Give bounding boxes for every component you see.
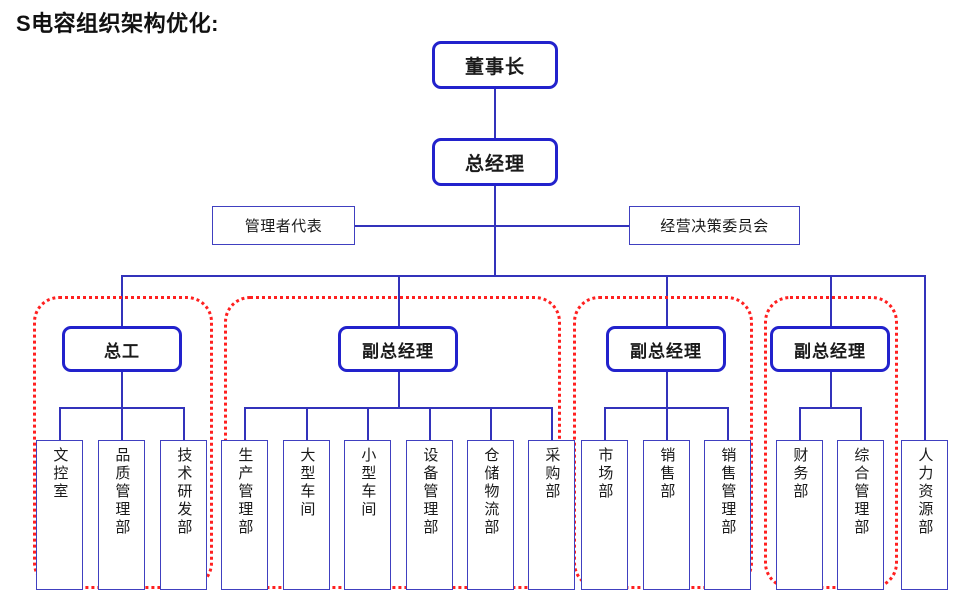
- edge-to-rnd: [183, 407, 185, 441]
- edge-deputy-gm-1-stem: [398, 372, 400, 408]
- node-chairman[interactable]: 董事长: [432, 41, 558, 89]
- node-warehouse-logistics[interactable]: 仓储物流部: [467, 440, 514, 590]
- node-purchasing-label: 采购部: [543, 447, 561, 501]
- node-rnd-label: 技术研发部: [175, 447, 193, 537]
- node-quality-mgmt-label: 品质管理部: [113, 447, 131, 537]
- node-human-resources-label: 人力资源部: [916, 447, 934, 537]
- distribution-bar-deputy-gm-3: [799, 407, 862, 409]
- edge-to-sales-mgmt: [727, 407, 729, 441]
- node-general-manager-label: 总经理: [464, 153, 525, 175]
- edge-to-doc-control: [59, 407, 61, 441]
- node-management-rep-label: 管理者代表: [244, 218, 323, 235]
- edge-to-production-mgmt: [244, 407, 246, 441]
- node-small-workshop[interactable]: 小型车间: [344, 440, 391, 590]
- edge-gm-trunk: [494, 186, 496, 277]
- node-deputy-gm-1[interactable]: 副总经理: [338, 326, 458, 372]
- edge-to-equipment-mgmt: [429, 407, 431, 441]
- edge-bar-to-deputy-gm-1: [398, 275, 400, 326]
- edge-deputy-gm-2-stem: [666, 372, 668, 408]
- node-sales-label: 销售部: [658, 447, 676, 501]
- node-purchasing[interactable]: 采购部: [528, 440, 575, 590]
- node-chief-engineer[interactable]: 总工: [62, 326, 182, 372]
- distribution-bar-level4: [121, 275, 926, 277]
- node-sales-mgmt[interactable]: 销售管理部: [704, 440, 751, 590]
- edge-to-finance: [799, 407, 801, 441]
- node-decision-committee-label: 经营决策委员会: [660, 218, 769, 235]
- node-production-mgmt[interactable]: 生产管理部: [221, 440, 268, 590]
- edge-to-marketing: [604, 407, 606, 441]
- node-equipment-mgmt-label: 设备管理部: [421, 447, 439, 537]
- edge-to-large-workshop: [306, 407, 308, 441]
- edge-to-general-admin: [860, 407, 862, 441]
- node-deputy-gm-2[interactable]: 副总经理: [606, 326, 726, 372]
- edge-bar-to-human-resources: [924, 275, 926, 441]
- node-production-mgmt-label: 生产管理部: [236, 447, 254, 537]
- edge-to-quality-mgmt: [121, 407, 123, 441]
- node-deputy-gm-3-label: 副总经理: [794, 341, 866, 361]
- node-decision-committee[interactable]: 经营决策委员会: [629, 206, 800, 245]
- edge-bar-to-deputy-gm-2: [666, 275, 668, 326]
- node-deputy-gm-1-label: 副总经理: [362, 341, 434, 361]
- node-equipment-mgmt[interactable]: 设备管理部: [406, 440, 453, 590]
- node-finance[interactable]: 财务部: [776, 440, 823, 590]
- node-finance-label: 财务部: [791, 447, 809, 501]
- edge-to-small-workshop: [367, 407, 369, 441]
- node-doc-control[interactable]: 文控室: [36, 440, 83, 590]
- node-sales-mgmt-label: 销售管理部: [719, 447, 737, 537]
- node-rnd[interactable]: 技术研发部: [160, 440, 207, 590]
- node-doc-control-label: 文控室: [51, 447, 69, 501]
- node-quality-mgmt[interactable]: 品质管理部: [98, 440, 145, 590]
- node-marketing[interactable]: 市场部: [581, 440, 628, 590]
- node-sales[interactable]: 销售部: [643, 440, 690, 590]
- edge-to-purchasing: [551, 407, 553, 441]
- node-deputy-gm-3[interactable]: 副总经理: [770, 326, 890, 372]
- edge-bar-to-deputy-gm-3: [830, 275, 832, 326]
- edge-chief-engineer-stem: [121, 372, 123, 408]
- node-general-admin-label: 综合管理部: [852, 447, 870, 537]
- edge-chairman-to-gm: [494, 89, 496, 138]
- edge-bar-to-chief-engineer: [121, 275, 123, 326]
- node-human-resources[interactable]: 人力资源部: [901, 440, 948, 590]
- node-large-workshop[interactable]: 大型车间: [283, 440, 330, 590]
- distribution-bar-deputy-gm-1: [244, 407, 552, 409]
- node-small-workshop-label: 小型车间: [359, 447, 377, 519]
- edge-gm-to-management-rep: [355, 225, 495, 227]
- edge-to-warehouse-logistics: [490, 407, 492, 441]
- edge-deputy-gm-3-stem: [830, 372, 832, 408]
- node-general-manager[interactable]: 总经理: [432, 138, 558, 186]
- node-management-rep[interactable]: 管理者代表: [212, 206, 355, 245]
- node-general-admin[interactable]: 综合管理部: [837, 440, 884, 590]
- node-chairman-label: 董事长: [464, 56, 525, 78]
- edge-gm-to-decision-committee: [494, 225, 629, 227]
- node-marketing-label: 市场部: [596, 447, 614, 501]
- node-warehouse-logistics-label: 仓储物流部: [482, 447, 500, 537]
- node-deputy-gm-2-label: 副总经理: [630, 341, 702, 361]
- node-chief-engineer-label: 总工: [104, 341, 140, 361]
- node-large-workshop-label: 大型车间: [298, 447, 316, 519]
- edge-to-sales: [666, 407, 668, 441]
- page-title: S电容组织架构优化:: [16, 11, 220, 36]
